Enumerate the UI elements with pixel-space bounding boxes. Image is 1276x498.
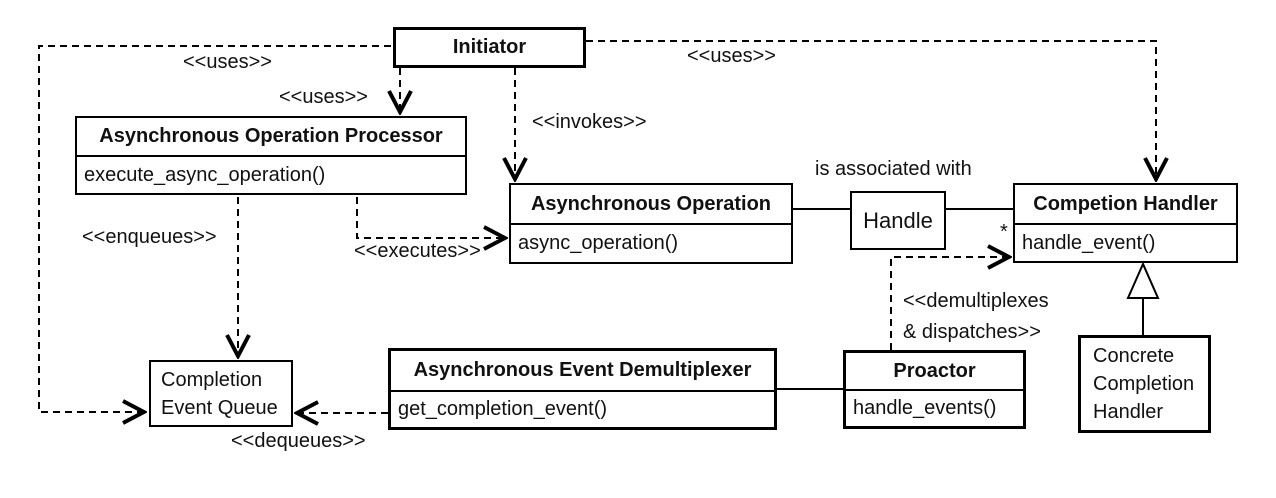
class-completion-event-queue-line1: Completion — [161, 368, 263, 391]
class-async-event-demultiplexer: Asynchronous Event Demultiplexer get_com… — [388, 348, 777, 430]
class-async-operation-processor-method: execute_async_operation() — [84, 163, 326, 186]
class-concrete-completion-handler-line2: Completion — [1093, 373, 1195, 395]
edge-label-associated-with: is associated with — [815, 158, 972, 180]
edge-label-demultiplexes-line1: <<demultiplexes — [903, 290, 1049, 312]
class-initiator: Initiator — [393, 27, 586, 68]
edge-label-invokes: <<invokes>> — [532, 111, 647, 133]
class-concrete-completion-handler: Concrete Completion Handler — [1078, 335, 1211, 433]
uses-connector-initiator-to-completion-event-queue — [38, 45, 391, 412]
edge-label-demultiplexes-line2: & dispatches>> — [903, 321, 1041, 343]
class-completion-handler-method: handle_event() — [1022, 231, 1156, 254]
edge-label-executes: <<executes>> — [354, 240, 481, 262]
class-async-operation-processor-title: Asynchronous Operation Processor — [77, 118, 465, 157]
class-async-event-demultiplexer-title: Asynchronous Event Demultiplexer — [391, 351, 774, 392]
class-async-operation-processor: Asynchronous Operation Processor execute… — [75, 116, 467, 195]
class-proactor-method: handle_events() — [853, 397, 997, 419]
edge-label-demultiplexes: <<demultiplexes & dispatches>> — [903, 286, 1049, 348]
edge-label-enqueues: <<enqueues>> — [82, 226, 217, 248]
demultiplexes-connector-proactor-to-completion-handler — [890, 257, 1009, 350]
edge-label-dequeues: <<dequeues>> — [231, 430, 366, 452]
class-completion-handler: Competion Handler handle_event() — [1013, 183, 1238, 263]
edge-label-uses-mid: <<uses>> — [279, 86, 368, 108]
class-completion-handler-title: Competion Handler — [1015, 185, 1236, 225]
class-handle-title: Handle — [863, 207, 933, 233]
class-completion-event-queue-line2: Event Queue — [161, 396, 278, 419]
class-proactor: Proactor handle_events() — [843, 350, 1026, 429]
class-async-event-demultiplexer-method: get_completion_event() — [398, 398, 608, 420]
executes-connector-processor-to-async-operation — [356, 197, 505, 238]
class-async-operation-title: Asynchronous Operation — [511, 185, 791, 225]
class-completion-event-queue: Completion Event Queue — [149, 360, 293, 427]
class-async-operation-method: async_operation() — [518, 232, 679, 254]
edge-label-uses-right: <<uses>> — [687, 45, 776, 67]
generalization-triangle-icon — [1126, 261, 1160, 299]
class-concrete-completion-handler-line3: Handler — [1093, 401, 1164, 423]
class-handle: Handle — [850, 191, 946, 250]
class-initiator-title: Initiator — [452, 36, 527, 58]
multiplicity-star: * — [1000, 221, 1008, 243]
class-concrete-completion-handler-line1: Concrete — [1093, 345, 1175, 367]
edge-label-uses-left: <<uses>> — [183, 51, 272, 73]
uses-connector-initiator-to-completion-handler — [586, 40, 1156, 179]
class-async-operation: Asynchronous Operation async_operation() — [509, 183, 793, 264]
class-proactor-title: Proactor — [846, 353, 1023, 391]
